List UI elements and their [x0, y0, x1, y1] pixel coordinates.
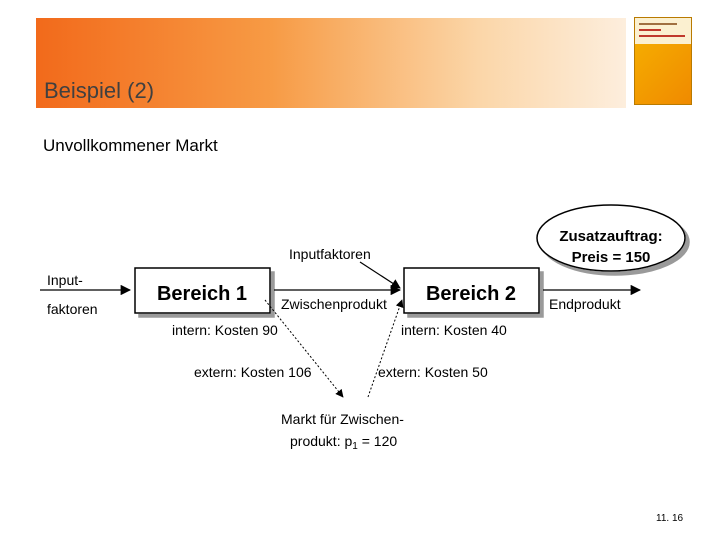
markt-price-subscript: 1 [352, 441, 358, 452]
page-number: 11. 16 [656, 513, 684, 524]
cover-line [639, 29, 661, 31]
market-sell-arrow [264, 299, 344, 398]
bereich-1-box [134, 267, 271, 314]
cover-line [639, 35, 685, 37]
bereich-2-box [403, 267, 540, 314]
markt-price-prefix: produkt: p [290, 433, 352, 449]
input-label-line2: faktoren [47, 301, 98, 317]
cover-line [639, 23, 677, 25]
title-band [36, 18, 626, 108]
markt-label-line2: produkt: p1 = 120 [290, 433, 397, 452]
markt-label-line1: Markt für Zwischen- [281, 411, 404, 427]
intern-kosten-2: intern: Kosten 40 [401, 322, 507, 338]
extern-kosten-2: extern: Kosten 50 [378, 364, 488, 380]
market-buy-arrow [367, 299, 404, 398]
inputfaktoren-label: Inputfaktoren [289, 246, 371, 262]
input-label-line1: Input- [47, 272, 83, 288]
preis-label: Preis = 150 [572, 249, 651, 266]
bereich-2-label: Bereich 2 [426, 283, 516, 305]
extern-kosten-1: extern: Kosten 106 [194, 364, 312, 380]
zusatzauftrag-label: Zusatzauftrag: [559, 228, 662, 245]
slide-title: Beispiel (2) [44, 78, 155, 103]
bereich-1-label: Bereich 1 [157, 283, 247, 305]
cover-title-area [635, 18, 691, 44]
inputfaktoren-arrow [359, 261, 401, 289]
zwischenprodukt-label: Zwischenprodukt [281, 296, 387, 312]
zusatzauftrag-oval [536, 204, 686, 272]
book-cover-thumbnail [634, 17, 692, 105]
intern-kosten-1: intern: Kosten 90 [172, 322, 278, 338]
markt-price-value: = 120 [358, 433, 398, 449]
endprodukt-label: Endprodukt [549, 296, 621, 312]
slide-subtitle: Unvollkommener Markt [43, 136, 218, 155]
